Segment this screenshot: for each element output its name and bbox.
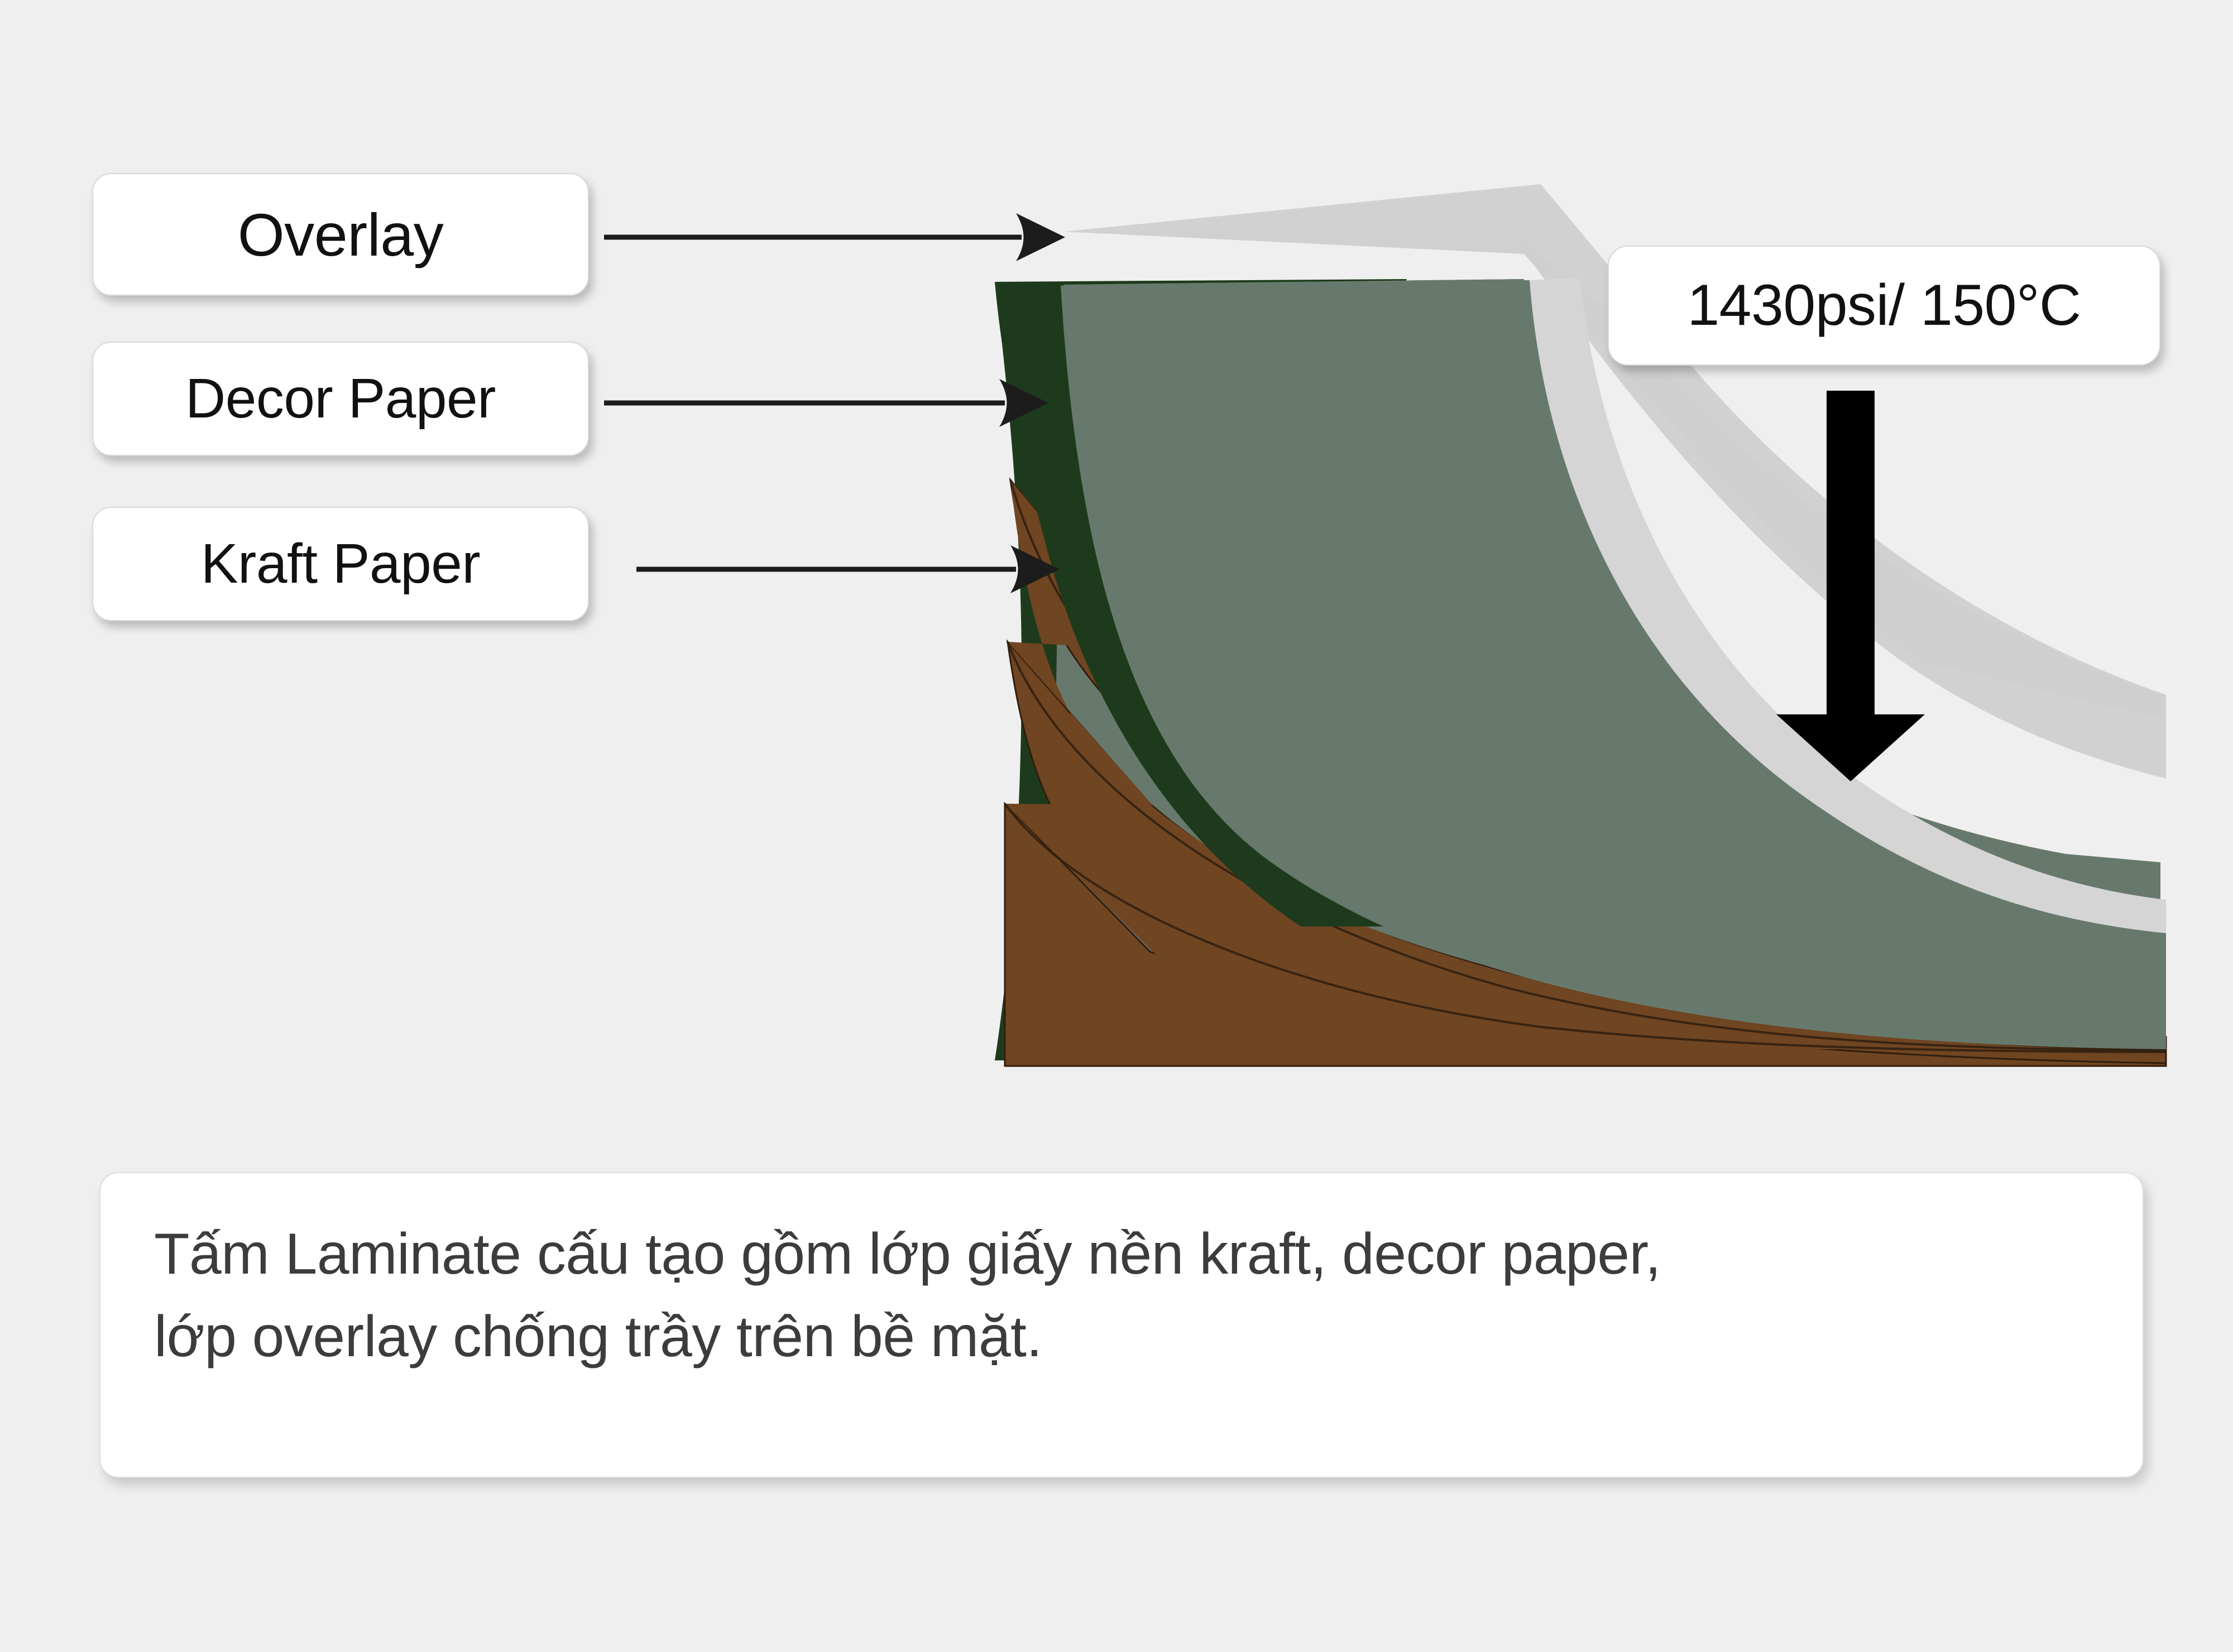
kraft-stack-mass xyxy=(1005,480,2166,1049)
caption-card: Tấm Laminate cấu tạo gồm lớp giấy nền kr… xyxy=(99,1172,2144,1478)
badge-pressure-temperature[interactable]: 1430psi/ 150°C xyxy=(1608,246,2160,366)
label-overlay-text: Overlay xyxy=(237,200,444,268)
kraft-sheet-1 xyxy=(1009,477,2167,1053)
kraft-sheet-3 xyxy=(1004,801,2167,1067)
decor-edge-band xyxy=(995,282,1383,926)
label-overlay[interactable]: Overlay xyxy=(92,173,589,296)
caption-text: Tấm Laminate cấu tạo gồm lớp giấy nền kr… xyxy=(154,1222,1661,1369)
arrow-right-icon-decor xyxy=(604,379,1048,427)
arrow-right-icon-kraft xyxy=(636,545,1060,593)
badge-pressure-temperature-text: 1430psi/ 150°C xyxy=(1687,273,2081,338)
overlay-rim xyxy=(1530,278,2166,933)
top-sage-sheet-front xyxy=(1061,280,2166,1049)
top-sage-sheet-body xyxy=(1050,279,2166,1049)
kraft-separator-1 xyxy=(1009,479,2167,1050)
decor-sheet-shape xyxy=(995,279,1407,1060)
top-sage-sheet xyxy=(1063,279,2160,1060)
arrow-right-icon-overlay xyxy=(604,213,1065,261)
kraft-sheet-4 xyxy=(1009,935,1119,1050)
kraft-sheet-2 xyxy=(1006,639,2167,1064)
label-decor-paper-text: Decor Paper xyxy=(185,367,496,430)
label-kraft-paper[interactable]: Kraft Paper xyxy=(92,507,589,621)
kraft-separator-3 xyxy=(1004,803,2167,1053)
kraft-separator-2 xyxy=(1007,641,2167,1051)
arrow-down-icon-press xyxy=(1776,391,1925,781)
label-kraft-paper-text: Kraft Paper xyxy=(200,532,481,595)
label-decor-paper[interactable]: Decor Paper xyxy=(92,342,589,456)
